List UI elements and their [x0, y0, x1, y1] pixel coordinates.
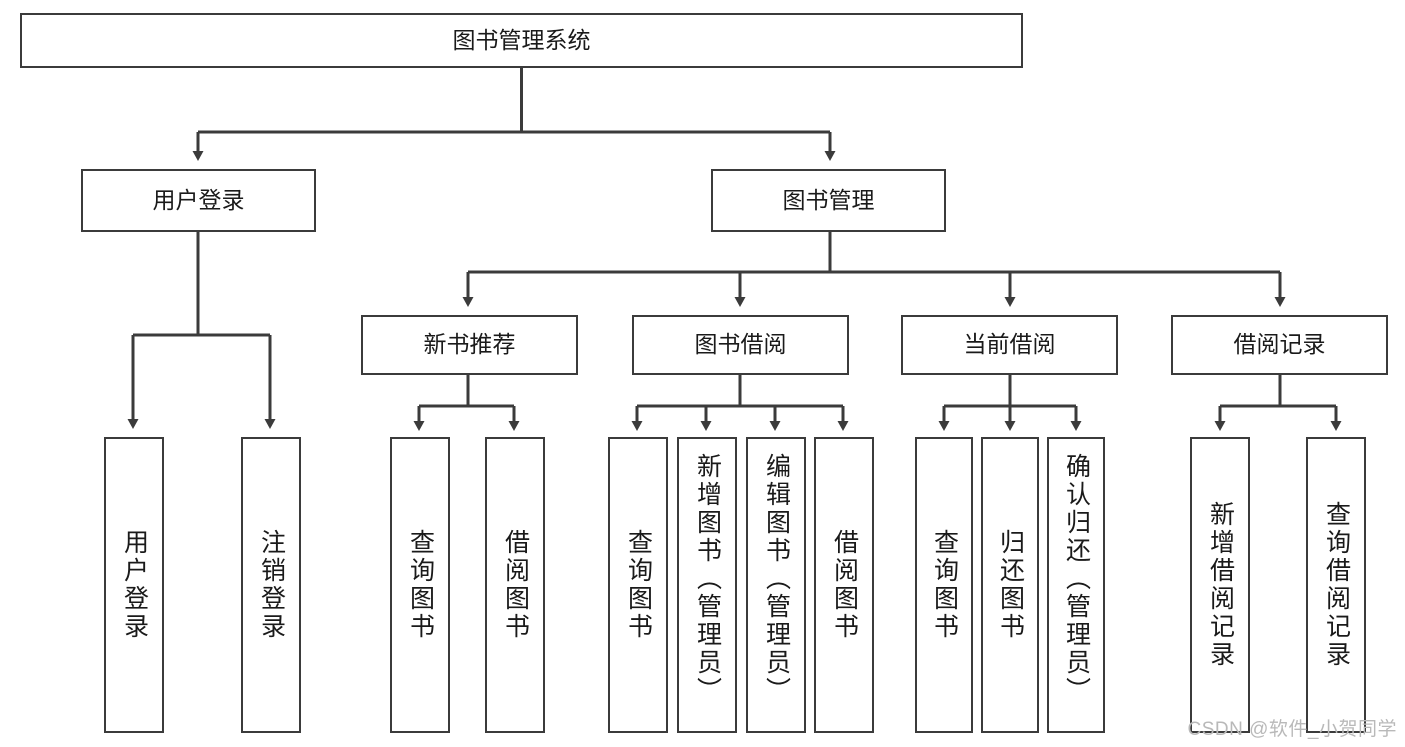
leaf-borrow-record-query-label: 查询借阅记录 — [1322, 501, 1351, 669]
node-current-borrow-label: 当前借阅 — [963, 331, 1056, 358]
node-book-borrow[interactable]: 图书借阅 — [632, 315, 849, 375]
leaf-new-book-query-label: 查询图书 — [406, 529, 435, 641]
leaf-book-borrow-edit[interactable]: 编辑图书（管理员） — [746, 437, 806, 733]
leaf-borrow-record-query[interactable]: 查询借阅记录 — [1306, 437, 1366, 733]
node-book-borrow-label: 图书借阅 — [694, 331, 787, 358]
leaf-user-login-signout-label: 注销登录 — [257, 529, 286, 641]
node-root[interactable]: 图书管理系统 — [20, 13, 1023, 68]
leaf-book-borrow-add-label: 新增图书（管理员） — [693, 453, 722, 705]
node-borrow-record-label: 借阅记录 — [1233, 331, 1326, 358]
leaf-borrow-record-add-label: 新增借阅记录 — [1206, 501, 1235, 669]
node-new-book-recommend-label: 新书推荐 — [423, 331, 516, 358]
leaf-current-borrow-confirm[interactable]: 确认归还（管理员） — [1047, 437, 1105, 733]
leaf-new-book-query[interactable]: 查询图书 — [390, 437, 450, 733]
leaf-book-borrow-edit-label: 编辑图书（管理员） — [762, 453, 791, 705]
leaf-borrow-record-add[interactable]: 新增借阅记录 — [1190, 437, 1250, 733]
leaf-book-borrow-add[interactable]: 新增图书（管理员） — [677, 437, 737, 733]
leaf-current-borrow-return-label: 归还图书 — [996, 529, 1025, 641]
leaf-book-borrow-query-label: 查询图书 — [624, 529, 653, 641]
leaf-current-borrow-confirm-label: 确认归还（管理员） — [1062, 453, 1091, 705]
leaf-book-borrow-lend-label: 借阅图书 — [830, 529, 859, 641]
node-root-label: 图书管理系统 — [452, 26, 591, 53]
watermark: CSDN @软件_小贺同学 — [1187, 719, 1397, 740]
leaf-book-borrow-lend[interactable]: 借阅图书 — [814, 437, 874, 733]
node-user-login[interactable]: 用户登录 — [81, 169, 316, 232]
leaf-current-borrow-return[interactable]: 归还图书 — [981, 437, 1039, 733]
leaf-new-book-borrow[interactable]: 借阅图书 — [485, 437, 545, 733]
leaf-user-login-signout[interactable]: 注销登录 — [241, 437, 301, 733]
node-new-book-recommend[interactable]: 新书推荐 — [361, 315, 578, 375]
leaf-current-borrow-query-label: 查询图书 — [930, 529, 959, 641]
leaf-book-borrow-query[interactable]: 查询图书 — [608, 437, 668, 733]
leaf-new-book-borrow-label: 借阅图书 — [501, 529, 530, 641]
node-user-login-label: 用户登录 — [152, 186, 245, 213]
node-book-management[interactable]: 图书管理 — [711, 169, 946, 232]
node-book-management-label: 图书管理 — [782, 186, 875, 213]
node-current-borrow[interactable]: 当前借阅 — [901, 315, 1118, 375]
leaf-user-login-signin[interactable]: 用户登录 — [104, 437, 164, 733]
leaf-user-login-signin-label: 用户登录 — [120, 529, 149, 641]
node-borrow-record[interactable]: 借阅记录 — [1171, 315, 1388, 375]
leaf-current-borrow-query[interactable]: 查询图书 — [915, 437, 973, 733]
